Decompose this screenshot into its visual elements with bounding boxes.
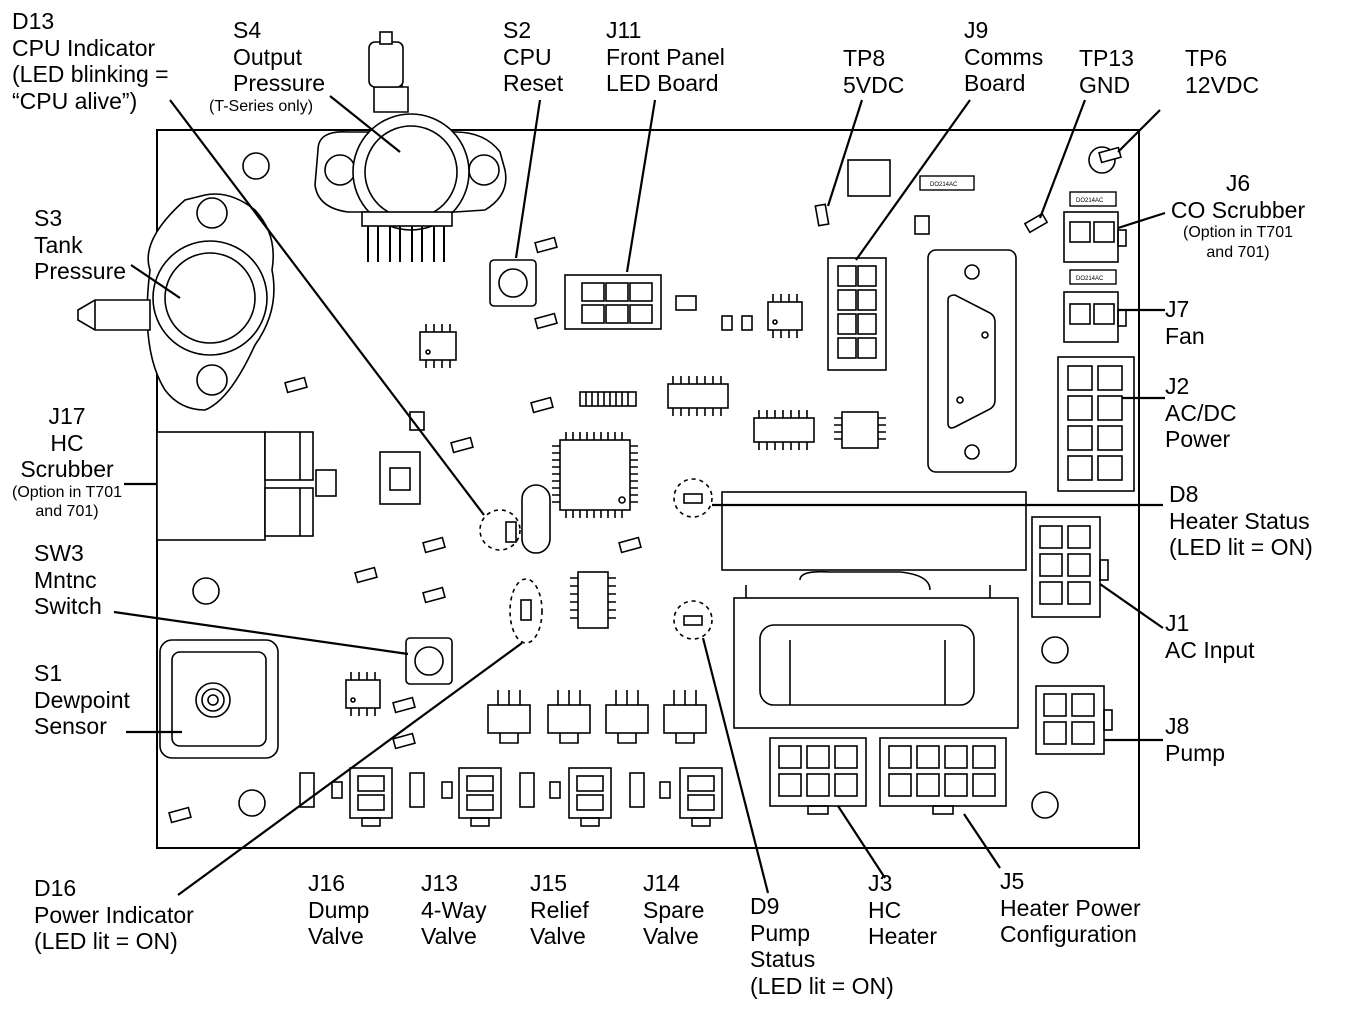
label-j11: J11 Front Panel LED Board	[606, 17, 725, 97]
label-tp6: TP6 12VDC	[1185, 45, 1260, 98]
label-d9: D9 Pump Status (LED lit = ON)	[750, 893, 894, 1000]
s1-dewpoint-sensor	[159, 639, 279, 759]
diodes: DO214AC DO214AC DO214AC	[919, 175, 1117, 285]
label-s4-note: (T-Series only)	[209, 98, 314, 115]
j2-acdc-power-connector	[1057, 356, 1135, 492]
label-j16: J16 Dump Valve	[308, 870, 370, 950]
j8-pump-connector	[1035, 685, 1113, 755]
label-s1: S1 Dewpoint Sensor	[34, 660, 130, 740]
label-j17: J17 HC Scrubber (Option in T701 and 701)	[12, 403, 122, 521]
label-j13: J13 4-Way Valve	[421, 870, 487, 950]
label-j9: J9 Comms Board	[964, 17, 1044, 97]
db9-serial-port	[927, 249, 1017, 473]
label-tp8: TP8 5VDC	[843, 45, 905, 98]
heater-block	[721, 491, 1027, 729]
svg-text:DO214AC: DO214AC	[1076, 276, 1104, 282]
s4-output-pressure-sensor	[314, 31, 507, 262]
crystal-oscillator	[521, 484, 551, 554]
s2-cpu-reset-switch	[489, 259, 537, 307]
ic-chips	[315, 159, 930, 716]
j3-hc-heater-connector	[769, 737, 867, 815]
label-j2: J2 AC/DC Power	[1165, 373, 1237, 453]
label-d13: D13 CPU Indicator (LED blinking = “CPU a…	[12, 8, 169, 115]
label-j8: J8 Pump	[1165, 713, 1226, 766]
led-d9	[673, 600, 713, 640]
j17-hc-scrubber-connector	[156, 431, 314, 541]
s3-tank-pressure-sensor	[77, 193, 275, 411]
label-tp13: TP13 GND	[1079, 45, 1134, 98]
svg-text:DO214AC: DO214AC	[1076, 198, 1104, 204]
label-j5: J5 Heater Power Configuration	[1000, 868, 1141, 948]
valve-driver-transistors	[487, 690, 707, 744]
led-d16	[509, 578, 543, 644]
small-white-connector	[379, 451, 421, 505]
label-j6: J6 CO Scrubber (Option in T701 and 701)	[1170, 170, 1306, 261]
j6-co-scrubber-connector	[1063, 211, 1127, 263]
label-j3: J3 HC Heater	[868, 870, 938, 950]
label-sw3: SW3 Mntnc Switch	[34, 540, 102, 620]
valve-connectors	[299, 767, 723, 827]
label-d16: D16 Power Indicator (LED lit = ON)	[34, 875, 194, 955]
sw3-maintenance-switch	[405, 637, 453, 685]
j7-fan-connector	[1063, 291, 1127, 343]
label-d8: D8 Heater Status (LED lit = ON)	[1169, 481, 1313, 561]
label-s3: S3 Tank Pressure	[34, 205, 127, 285]
led-d8	[673, 478, 713, 518]
label-s2: S2 CPU Reset	[503, 17, 564, 97]
led-d13	[479, 509, 521, 551]
label-j14: J14 Spare Valve	[643, 870, 705, 950]
j11-front-panel-connector	[564, 274, 662, 330]
j1-ac-input-connector	[1031, 516, 1109, 618]
label-j15: J15 Relief Valve	[530, 870, 589, 950]
passive-components	[168, 146, 1122, 824]
label-j7: J7 Fan	[1165, 296, 1205, 349]
mounting-holes	[192, 146, 1116, 819]
svg-text:DO214AC: DO214AC	[930, 182, 958, 188]
j5-heater-power-connector	[879, 737, 1007, 815]
label-s4: S4 Output Pressure	[233, 17, 326, 97]
j9-comms-connector	[827, 257, 887, 371]
label-j1: J1 AC Input	[1165, 610, 1255, 663]
leader-lines	[113, 95, 1166, 896]
cpu-chip	[552, 432, 638, 518]
